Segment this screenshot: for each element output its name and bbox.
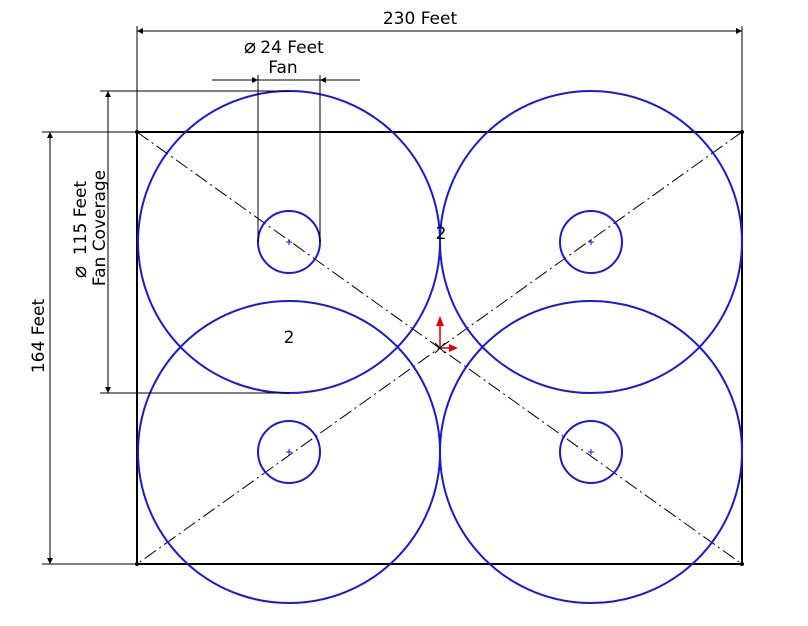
- fan-circle: [559, 210, 623, 274]
- width-dimension: 230 Feet: [136, 9, 743, 130]
- fan-center-mark: [286, 449, 292, 455]
- region-label: 2: [284, 328, 295, 348]
- region-label: 2: [436, 224, 447, 244]
- coverage-diameter-value: 115 Feet: [71, 181, 91, 256]
- corner-point: [135, 562, 139, 566]
- coverage-diameter-symbol: ⌀: [67, 266, 91, 278]
- height-dimension: 164 Feet: [29, 131, 135, 565]
- fan-center-mark: [588, 449, 594, 455]
- fan-diameter-caption: Fan: [268, 58, 297, 78]
- fan-center-mark: [286, 239, 292, 245]
- coverage-diameter-caption: Fan Coverage: [90, 170, 110, 286]
- fan-diameter-symbol: ⌀: [244, 34, 256, 58]
- fan-diameter-dimension: ⌀ 24 Feet Fan: [212, 34, 360, 242]
- width-dimension-label: 230 Feet: [383, 9, 458, 29]
- fan-circle: [559, 420, 623, 484]
- fan-diameter-value: 24 Feet: [260, 38, 324, 58]
- building-outline: [136, 131, 743, 565]
- fan-coverage-circle: [439, 90, 743, 394]
- fan-coverage-circle: [439, 300, 743, 604]
- coverage-diameter-dimension: ⌀ 115 Feet Fan Coverage: [67, 90, 289, 394]
- height-dimension-label: 164 Feet: [29, 299, 49, 374]
- fan-circle: [257, 420, 321, 484]
- origin-triad-icon: [434, 316, 458, 354]
- corner-point: [740, 562, 744, 566]
- fan-center-mark: [588, 239, 594, 245]
